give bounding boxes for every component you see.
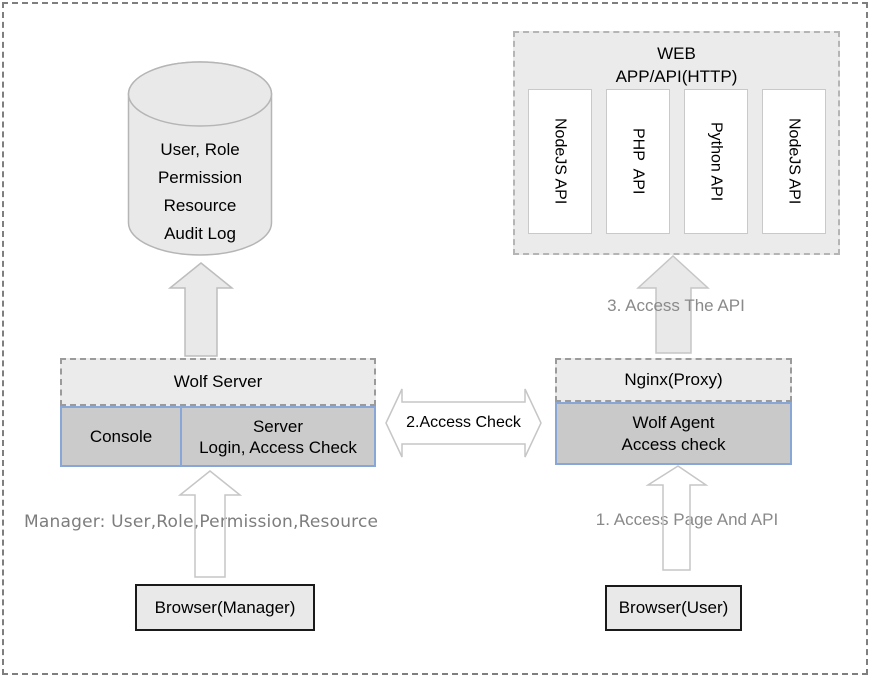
wolf-server-line2: Login, Access Check [199, 437, 357, 457]
browser-user-box: Browser(User) [605, 585, 742, 631]
wolf-console-cell: Console [62, 408, 182, 465]
wolf-agent-line2: Access check [621, 434, 726, 454]
database-label: User, Role Permission Resource Audit Log [128, 136, 272, 248]
api-boxes-row: NodeJS API PHP API Python API NodeJS API [515, 89, 838, 234]
wolf-agent-cell: Wolf Agent Access check [555, 402, 792, 465]
nginx-proxy-header: Nginx(Proxy) [555, 358, 792, 402]
arrow-up-to-web-api-icon [636, 254, 710, 354]
wolf-server-body: Console Server Login, Access Check [60, 406, 376, 467]
web-title-line2: APP/API(HTTP) [615, 67, 738, 86]
arrow-user-to-nginx-icon [645, 465, 709, 571]
database-cylinder-icon [127, 61, 273, 256]
web-panel-title: WEB APP/API(HTTP) [515, 42, 838, 88]
wolf-server-header: Wolf Server [60, 358, 376, 406]
api-box-python: Python API [683, 89, 748, 234]
api-box-nodejs-2: NodeJS API [761, 89, 826, 234]
database-line: Audit Log [164, 224, 236, 243]
flow-label-step2: 2.Access Check [406, 414, 521, 431]
api-box-php: PHP API [605, 89, 670, 234]
api-box-nodejs-1: NodeJS API [527, 89, 592, 234]
web-title-line1: WEB [657, 44, 696, 63]
browser-manager-box: Browser(Manager) [135, 584, 315, 631]
wolf-server-line1: Server [252, 416, 304, 436]
flow-label-step3: 3. Access The API [607, 296, 745, 315]
double-arrow-access-check-icon [385, 388, 542, 458]
database-line: Resource [163, 196, 237, 215]
database-line: Permission [157, 168, 243, 187]
arrow-manager-to-wolf-icon [177, 470, 243, 578]
wolf-server-cell: Server Login, Access Check [182, 408, 374, 465]
arrow-up-to-database-icon [167, 262, 235, 357]
database-line: User, Role [160, 140, 240, 159]
flow-label-step1: 1. Access Page And API [595, 510, 779, 529]
web-app-api-panel: WEB APP/API(HTTP) NodeJS API PHP API Pyt… [513, 31, 840, 255]
wolf-agent-line1: Wolf Agent [632, 412, 715, 432]
manager-caption: Manager: User,Role,Permission,Resource [24, 512, 379, 532]
